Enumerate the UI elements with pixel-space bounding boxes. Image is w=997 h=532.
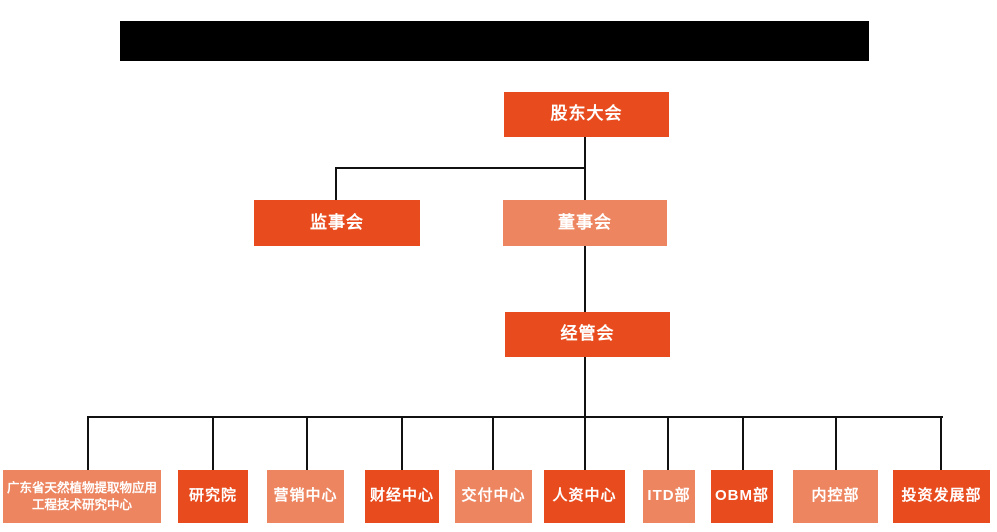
connector-drop-6	[584, 416, 586, 470]
node-board-of-directors: 董事会	[503, 200, 667, 246]
node-dept-research-center: 广东省天然植物提取物应用工程技术研究中心	[3, 470, 161, 523]
node-management-committee: 经管会	[505, 312, 670, 357]
node-dept-obm: OBM部	[711, 470, 773, 523]
connector-drop-7	[667, 416, 669, 470]
connector-drop-1	[87, 416, 89, 470]
node-dept-itd: ITD部	[643, 470, 695, 523]
node-dept-hr-center: 人资中心	[544, 470, 625, 523]
node-supervisory-board: 监事会	[254, 200, 420, 246]
connector-drop-9	[835, 416, 837, 470]
connector-drop-5	[492, 416, 494, 470]
connector-management-down	[584, 357, 586, 417]
node-dept-delivery-center: 交付中心	[455, 470, 532, 523]
connector-drop-4	[401, 416, 403, 470]
node-dept-finance-center: 财经中心	[365, 470, 439, 523]
connector-bus-horizontal	[87, 416, 943, 418]
connector-drop-2	[212, 416, 214, 470]
node-dept-investment-development: 投资发展部	[893, 470, 990, 523]
connector-branch-horizontal	[335, 167, 586, 169]
connector-drop-10	[940, 416, 942, 470]
connector-drop-3	[306, 416, 308, 470]
node-dept-research-institute: 研究院	[178, 470, 248, 523]
node-dept-internal-control: 内控部	[793, 470, 878, 523]
connector-drop-8	[742, 416, 744, 470]
node-dept-marketing-center: 营销中心	[267, 470, 344, 523]
redacted-title-bar	[120, 21, 869, 61]
connector-board-to-management	[584, 246, 586, 312]
connector-supervisory-drop	[335, 167, 337, 200]
node-shareholders-meeting: 股东大会	[504, 92, 669, 137]
